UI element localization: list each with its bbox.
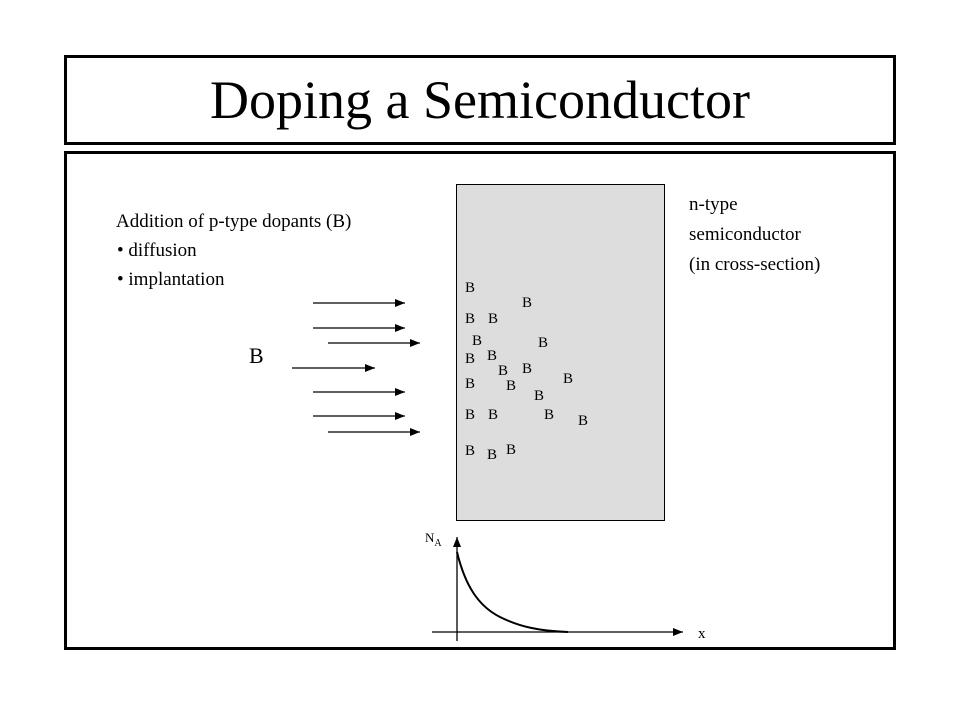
incident-dopant-arrows	[292, 299, 420, 436]
bullet-item-diffusion: • diffusion	[116, 236, 351, 265]
y-axis-label-subscript: A	[434, 538, 442, 549]
dopant-atom: B	[465, 351, 475, 367]
dopant-atom: B	[578, 413, 588, 429]
dopant-atom: B	[472, 333, 482, 349]
bullet-text: implantation	[128, 269, 225, 290]
dopant-atom: B	[506, 442, 516, 458]
dopant-atom: B	[487, 348, 497, 364]
concentration-curve	[456, 551, 569, 633]
dopant-atom: B	[538, 335, 548, 351]
slide-title: Doping a Semiconductor	[210, 70, 750, 130]
dopant-atom: B	[522, 361, 532, 377]
substrate-label: n-type semiconductor (in cross-section)	[689, 190, 820, 280]
bullet-marker: •	[117, 240, 124, 261]
content-box	[64, 151, 896, 650]
dopant-atom: B	[465, 311, 475, 327]
dopant-atom: B	[534, 388, 544, 404]
dopant-atom: B	[465, 443, 475, 459]
description-heading: Addition of p-type dopants (B)	[116, 211, 352, 232]
y-axis-label: NA	[425, 530, 442, 549]
incident-species-label: B	[249, 343, 264, 368]
bullet-text: diffusion	[128, 240, 197, 261]
dopant-atom: B	[465, 376, 475, 392]
doping-description: Addition of p-type dopants (B) • diffusi…	[116, 207, 351, 294]
dopant-atom: B	[487, 447, 497, 463]
concentration-profile-plot: NA x	[425, 530, 706, 642]
dopant-atoms: B B B B B B B B B B B B B B B B B B B B …	[465, 280, 588, 463]
x-axis-label: x	[698, 626, 706, 642]
dopant-atom: B	[465, 407, 475, 423]
dopant-atom: B	[488, 407, 498, 423]
dopant-atom: B	[544, 407, 554, 423]
bullet-item-implantation: • implantation	[116, 265, 351, 294]
y-axis-label-main: N	[425, 530, 435, 545]
dopant-atom: B	[488, 311, 498, 327]
dopant-atom: B	[506, 378, 516, 394]
semiconductor-cross-section	[456, 184, 665, 521]
title-box: Doping a Semiconductor	[64, 55, 896, 145]
dopant-atom: B	[563, 371, 573, 387]
dopant-atom: B	[522, 295, 532, 311]
substrate-label-line: semiconductor	[689, 224, 801, 245]
substrate-label-line: n-type	[689, 194, 738, 215]
bullet-marker: •	[117, 269, 124, 290]
substrate-label-line: (in cross-section)	[689, 254, 821, 275]
dopant-atom: B	[465, 280, 475, 296]
dopant-atom: B	[498, 363, 508, 379]
